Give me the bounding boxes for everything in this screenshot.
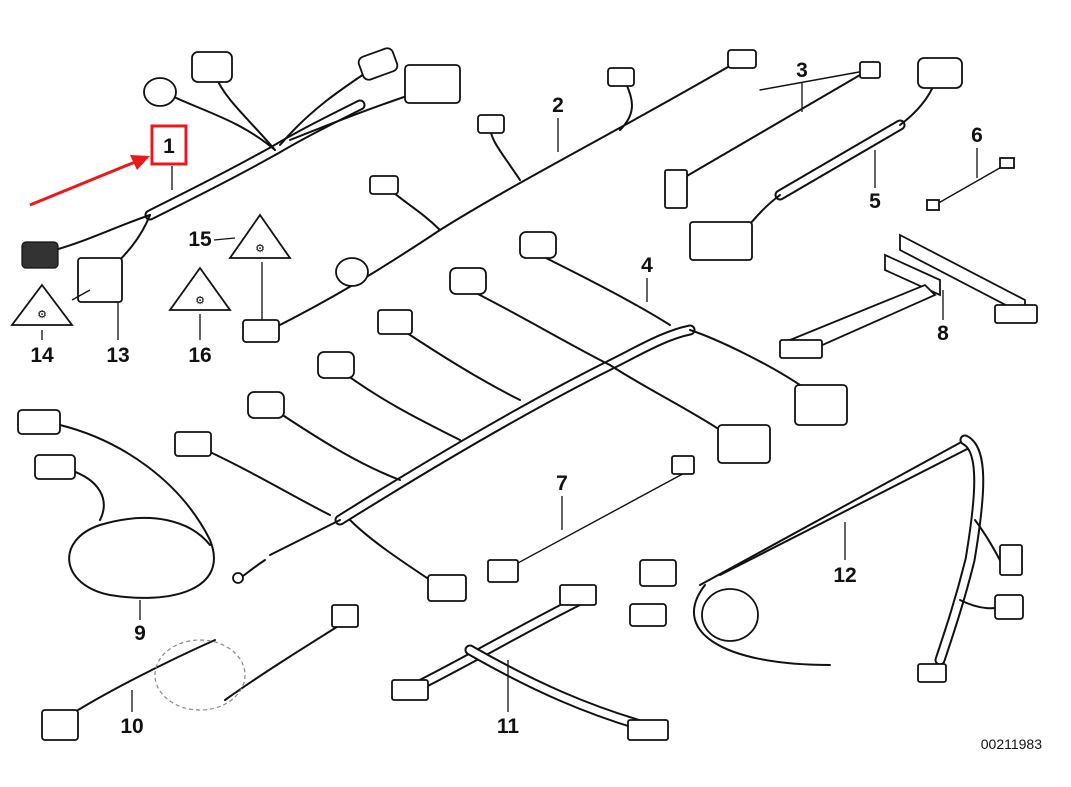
connector [427,574,467,602]
warning-glyph-icon: ⚙ [195,295,205,307]
part-4-harness[interactable] [174,231,848,602]
connector [174,431,212,457]
connector [999,157,1015,169]
connector [727,49,757,69]
part-10-cable[interactable] [41,604,359,741]
connector [357,47,399,81]
connector [629,603,667,627]
connector [627,719,669,741]
eyelet [232,572,244,584]
connector [242,319,280,343]
warning-glyph-icon: ⚙ [255,243,265,255]
callout-8[interactable]: 8 [937,322,949,345]
connector [247,391,285,419]
connector [143,77,177,107]
connector [559,584,597,606]
callout-4[interactable]: 4 [641,254,653,277]
callout-13[interactable]: 13 [106,344,129,367]
connector [17,409,61,435]
connector [34,454,76,480]
connector [519,231,557,259]
part-1-harness[interactable] [21,47,461,303]
connector [21,241,59,269]
highlight-marker [29,124,188,207]
connector [664,169,688,209]
connector [607,67,635,87]
connector [391,679,429,701]
callout-16[interactable]: 16 [188,344,211,367]
part-15-warning-symbol[interactable]: ⚙ [228,213,292,259]
relay-block [77,257,123,303]
callout-14[interactable]: 14 [30,344,54,367]
warning-triangle-icon [228,213,292,259]
connector [41,709,79,741]
part-11-cable[interactable] [391,584,669,741]
connector [999,544,1023,576]
callout-3[interactable]: 3 [796,59,808,82]
connector [331,604,359,628]
connector [639,559,677,587]
dashed-loop [154,639,246,711]
connector [671,455,695,475]
round-connector [701,588,759,642]
connector [317,351,355,379]
warning-triangle-icon [168,266,232,311]
callout-15[interactable]: 15 [188,228,212,251]
callout-10[interactable]: 10 [120,715,143,738]
part-3-cable[interactable] [664,61,881,209]
connector [487,559,519,583]
callout-7[interactable]: 7 [556,472,568,495]
connector [994,304,1038,324]
part-6-lead[interactable] [926,157,1015,211]
part-16-warning-symbol[interactable]: ⚙ [168,266,232,311]
callout-6[interactable]: 6 [971,124,983,147]
warning-glyph-icon: ⚙ [37,309,47,321]
callout-9[interactable]: 9 [134,622,146,645]
connector [404,64,461,104]
callout-1[interactable]: 1 [163,135,175,158]
reference-number: 00211983 [981,736,1042,752]
grommet [335,257,369,287]
part-2-harness[interactable] [242,49,757,343]
connector [449,267,487,295]
part-8-ribbon[interactable] [779,233,1038,359]
connector [717,424,771,464]
warning-triangle-icon [10,283,74,326]
part-12-harness[interactable] [629,434,1024,683]
callout-11[interactable]: 11 [497,715,520,738]
callout-5[interactable]: 5 [869,190,881,213]
highlight-box [150,124,188,166]
callout-12[interactable]: 12 [833,564,856,587]
connector [689,221,753,261]
part-5-cable[interactable] [689,57,963,261]
connector [859,61,881,79]
connector [794,384,848,426]
connector [917,663,947,683]
part-14-warning-symbol[interactable]: ⚙ [10,283,74,326]
part-7-lead[interactable] [487,455,695,583]
part-9-cable[interactable] [17,409,215,599]
connector [779,339,823,359]
connector [994,594,1024,620]
connector [926,199,940,211]
connector [917,57,963,89]
highlight-arrowhead [130,155,150,170]
connector [369,175,399,195]
callout-2[interactable]: 2 [552,94,564,117]
connector [377,309,413,335]
connector [477,114,505,134]
connector [191,51,233,83]
